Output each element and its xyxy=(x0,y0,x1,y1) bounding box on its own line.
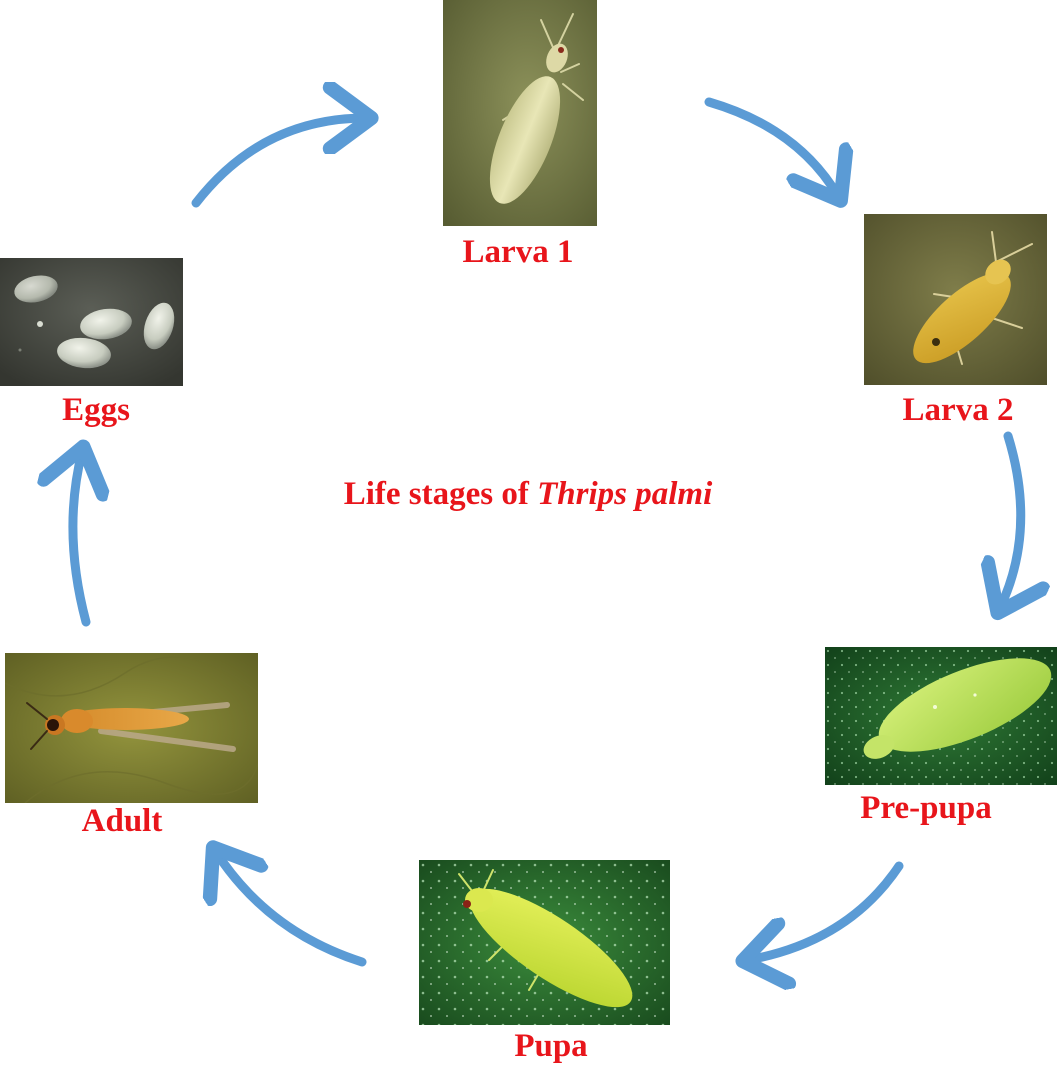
stage-label-larva2: Larva 2 xyxy=(902,392,1014,428)
arrow-adult-to-eggs xyxy=(73,452,86,627)
arrow-eggs-to-larva1 xyxy=(191,118,366,208)
arrow-larva1-to-larva2 xyxy=(704,97,838,196)
arrow-larva2-to-prepupa xyxy=(1000,431,1021,608)
larva-2-photo-icon xyxy=(864,214,1047,385)
stage-label-larva1: Larva 1 xyxy=(462,234,574,270)
title-prefix: Life stages of xyxy=(343,476,538,512)
stage-label-eggs: Eggs xyxy=(62,392,130,428)
arrow-prepupa-to-pupa xyxy=(748,861,904,960)
larva-1-photo-icon xyxy=(443,0,597,226)
stage-label-adult: Adult xyxy=(81,803,163,839)
adult-photo-icon xyxy=(5,653,258,803)
stage-label-pupa: Pupa xyxy=(514,1028,588,1064)
pre-pupa-photo-icon xyxy=(825,647,1057,785)
diagram-title: Life stages of Thrips palmi xyxy=(228,478,828,511)
stage-label-prepupa: Pre-pupa xyxy=(860,790,992,826)
arrow-pupa-to-adult xyxy=(216,852,367,967)
pupa-photo-icon xyxy=(419,860,670,1025)
title-species: Thrips palmi xyxy=(537,476,713,512)
eggs-photo-icon xyxy=(0,258,183,386)
